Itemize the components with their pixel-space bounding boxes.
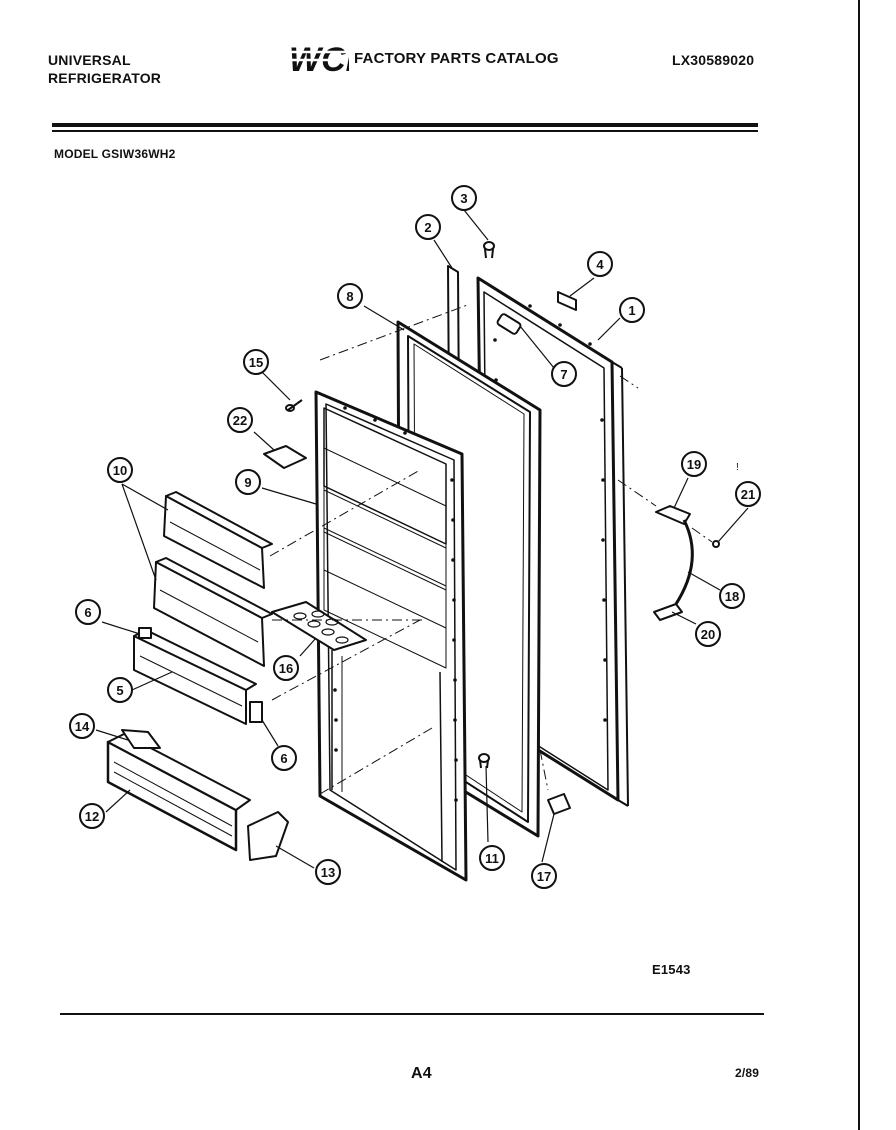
svg-text:!: !: [736, 462, 739, 473]
svg-text:17: 17: [537, 869, 551, 884]
door-cutout: [496, 313, 522, 335]
handle-screw: [712, 540, 720, 548]
bin-end-cap-left: [138, 627, 152, 639]
callout-6-lower: 6: [271, 745, 297, 771]
svg-text:1: 1: [628, 303, 635, 318]
page-edge-line: [858, 0, 860, 1130]
bottom-door-bin: [106, 729, 251, 852]
door-shelf-upper: [163, 491, 273, 589]
logo-text: WCI: [289, 41, 349, 76]
svg-text:8: 8: [346, 289, 353, 304]
bin-support-bracket: [247, 811, 289, 861]
brand-line-2: REFRIGERATOR: [48, 70, 162, 86]
callout-8: 8: [337, 283, 363, 309]
svg-text:22: 22: [233, 413, 247, 428]
callout-10: 10: [107, 457, 133, 483]
callout-19: 19: [681, 451, 707, 477]
model-label: MODEL GSIW36WH2: [54, 147, 176, 161]
figure-id: E1543: [652, 962, 691, 977]
svg-text:18: 18: [725, 589, 739, 604]
door-shelf-lower: [153, 557, 273, 667]
catalog-title: FACTORY PARTS CATALOG: [354, 50, 559, 67]
svg-text:13: 13: [321, 865, 335, 880]
svg-text:10: 10: [113, 463, 127, 478]
door-bin: [133, 629, 257, 725]
callout-7: 7: [551, 361, 577, 387]
brand-line-1: UNIVERSAL: [48, 52, 131, 68]
footer-rule: [60, 1013, 764, 1015]
bin-end-cap-right: [249, 701, 263, 723]
svg-text:5: 5: [116, 683, 123, 698]
page-code: A4: [411, 1065, 432, 1082]
callout-3: 3: [451, 185, 477, 211]
callout-9: 9: [235, 469, 261, 495]
svg-text:16: 16: [279, 661, 293, 676]
header-rule-thin: [52, 130, 758, 132]
cover-plate: [557, 291, 577, 311]
svg-text:20: 20: [701, 627, 715, 642]
callout-17: 17: [531, 863, 557, 889]
shelf-clip: [263, 445, 307, 469]
callout-5: 5: [107, 677, 133, 703]
screw: [285, 399, 303, 412]
callout-1: 1: [619, 297, 645, 323]
callout-18: 18: [719, 583, 745, 609]
callout-14: 14: [69, 713, 95, 739]
callout-2: 2: [415, 214, 441, 240]
door-stop: [547, 793, 571, 815]
callout-13: 13: [315, 859, 341, 885]
door-handle: [653, 505, 694, 621]
svg-text:7: 7: [560, 367, 567, 382]
catalog-number: LX30589020: [672, 52, 755, 68]
callout-21: 21: [735, 481, 761, 507]
wci-logo-icon: WCI: [287, 40, 349, 76]
callout-22: 22: [227, 407, 253, 433]
svg-text:19: 19: [687, 457, 701, 472]
header-rule-thick: [52, 123, 758, 127]
callout-4: 4: [587, 251, 613, 277]
svg-text:4: 4: [596, 257, 604, 272]
bottom-hinge-bushing: [478, 753, 490, 769]
svg-text:14: 14: [75, 719, 90, 734]
svg-text:3: 3: [460, 191, 467, 206]
callout-15: 15: [243, 349, 269, 375]
callout-20: 20: [695, 621, 721, 647]
svg-text:11: 11: [485, 851, 499, 866]
callout-11: 11: [479, 845, 505, 871]
issue-date: 2/89: [735, 1066, 760, 1080]
svg-text:9: 9: [244, 475, 251, 490]
svg-text:6: 6: [84, 605, 91, 620]
svg-text:15: 15: [249, 355, 263, 370]
top-hinge-bushing: [483, 241, 495, 259]
svg-text:21: 21: [741, 487, 755, 502]
callout-12: 12: [79, 803, 105, 829]
dairy-holder: [271, 601, 367, 651]
callout-16: 16: [273, 655, 299, 681]
svg-text:12: 12: [85, 809, 99, 824]
svg-text:2: 2: [424, 220, 431, 235]
callout-6-upper: 6: [75, 599, 101, 625]
svg-text:6: 6: [280, 751, 287, 766]
